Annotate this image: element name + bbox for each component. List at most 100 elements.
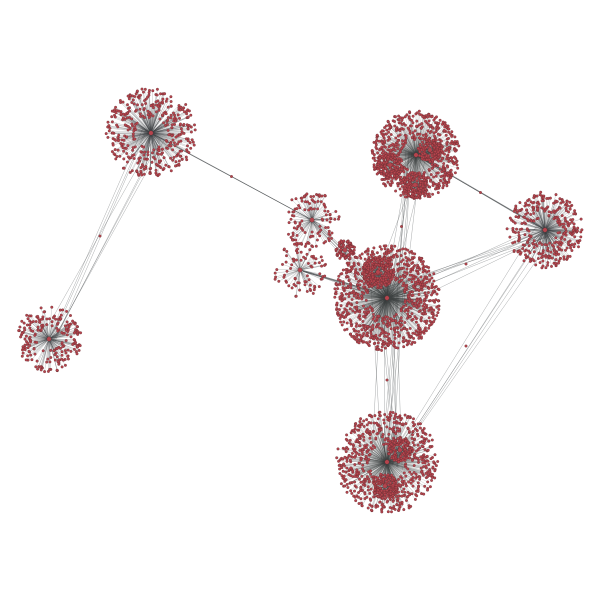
hub-left-hub-node	[46, 336, 52, 342]
hub-left-edge	[28, 338, 50, 348]
hub-top-left-edge	[150, 124, 184, 134]
hub-top-left-edge	[150, 98, 168, 134]
hub-mid-small-node	[292, 214, 296, 218]
hub-center-edge	[386, 274, 411, 299]
hub-top-left-node	[155, 87, 159, 91]
hub-top-left-node	[185, 158, 189, 162]
hub-right-edge	[544, 229, 552, 253]
hub-right-edge	[534, 229, 546, 252]
hub-center-edge	[386, 269, 399, 299]
hub-left-node	[19, 335, 23, 339]
hub-center-edge	[364, 286, 388, 299]
hub-top-left-node	[138, 112, 142, 116]
hub-right-edge	[544, 229, 575, 232]
hub-top-right-edge	[415, 133, 419, 156]
hub-left-node	[29, 338, 33, 342]
hub-center-edge	[358, 297, 388, 312]
hub-center-edge	[362, 297, 388, 299]
hub-top-left-node	[114, 138, 118, 142]
hub-mid-small-edge	[311, 211, 329, 221]
bridge-edge-hub-mid-small-2-hub-center	[298, 268, 384, 297]
hub-mid-small-node	[319, 228, 323, 232]
hub-mid-small-node	[333, 217, 337, 221]
hub-mid-small-node	[294, 197, 298, 201]
hub-top-left-edge	[150, 111, 157, 134]
hub-top-right-edge	[415, 149, 436, 156]
hub-top-left-edge	[150, 132, 178, 145]
hub-left-node	[65, 333, 69, 337]
hub-top-left-node	[131, 132, 135, 136]
hub-right-edge	[541, 200, 546, 231]
hub-left-edge	[20, 336, 50, 340]
hub-center-edge	[365, 297, 388, 318]
hub-mid-small-node	[310, 207, 313, 211]
hub-top-left-node	[129, 156, 133, 160]
hub-center-edge	[386, 297, 419, 339]
hub-top-left-edge	[150, 107, 182, 134]
hub-top-left-edge	[144, 117, 152, 134]
hub-left-node	[35, 340, 39, 344]
hub-left-edge	[48, 318, 50, 340]
hub-top-left-edge	[150, 96, 172, 134]
hub-mid-small-node	[303, 208, 307, 212]
hub-center-edge	[386, 297, 397, 315]
hub-right-edge	[533, 220, 546, 231]
hub-center-edge	[386, 297, 405, 329]
nodes-layer	[17, 87, 584, 514]
hub-left-edge	[41, 338, 50, 370]
hub-top-left-node	[159, 166, 163, 170]
hub-center-edge	[363, 297, 388, 307]
hub-left-node	[60, 350, 64, 354]
hub-left-edge	[42, 316, 50, 340]
hub-left-node	[60, 331, 64, 335]
hub-top-left-node	[190, 138, 194, 142]
hub-top-left-edge	[150, 132, 160, 147]
bridge-node	[385, 378, 389, 382]
hub-right-edge	[533, 213, 546, 231]
bridge-edge-hub-center-hub-bottom	[371, 294, 382, 455]
hub-top-left-edge	[150, 101, 157, 134]
hub-mid-small-node	[287, 210, 291, 214]
hub-top-right-edge	[415, 154, 417, 184]
hub-left-node	[50, 320, 54, 324]
hub-mid-small-edge	[311, 201, 322, 221]
hub-mid-small-edge	[311, 195, 319, 221]
hub-center-edge	[386, 297, 406, 303]
hub-mid-small-2-edge	[299, 269, 308, 292]
hub-right-edge	[544, 215, 549, 231]
hub-top-left-node	[155, 173, 159, 177]
hub-top-left-node	[130, 122, 134, 126]
hub-center-edge	[367, 297, 388, 327]
hub-top-left-edge	[123, 132, 152, 145]
hub-left-edge	[41, 319, 50, 340]
hub-top-left-edge	[132, 132, 152, 156]
hub-top-left-edge	[129, 107, 152, 134]
hub-top-left-edge	[139, 109, 152, 134]
hub-top-left-node	[166, 147, 170, 150]
hub-top-left-edge	[127, 117, 152, 134]
bridge-edge-hub-right-hub-top-right	[419, 156, 535, 225]
hub-mid-small-node	[329, 216, 332, 220]
hub-top-right-edge	[415, 154, 445, 180]
hub-top-left-node	[134, 92, 138, 96]
hub-top-left-node	[166, 105, 170, 109]
hub-left-node	[66, 348, 70, 352]
hub-left-node	[24, 334, 28, 338]
hub-mid-small-edge	[292, 215, 313, 221]
hub-left-node	[38, 320, 42, 324]
hub-center-edge	[386, 297, 406, 301]
hub-center-edge	[386, 297, 397, 324]
hub-top-left-node	[149, 166, 153, 170]
hub-mid-small-node	[287, 221, 291, 225]
hub-top-left-node	[132, 153, 136, 157]
hub-top-right-edge	[393, 145, 417, 156]
hub-top-left-edge	[117, 132, 152, 138]
hub-top-left-node	[142, 172, 146, 176]
hub-top-left-node	[169, 116, 173, 120]
hub-top-left-node	[112, 152, 116, 156]
hub-center-edge	[336, 297, 388, 306]
hub-top-left-node	[147, 116, 151, 119]
hub-mid-small-2-edge	[299, 262, 316, 271]
hub-mid-small-node	[328, 220, 332, 224]
hub-top-right-edge	[400, 154, 417, 178]
